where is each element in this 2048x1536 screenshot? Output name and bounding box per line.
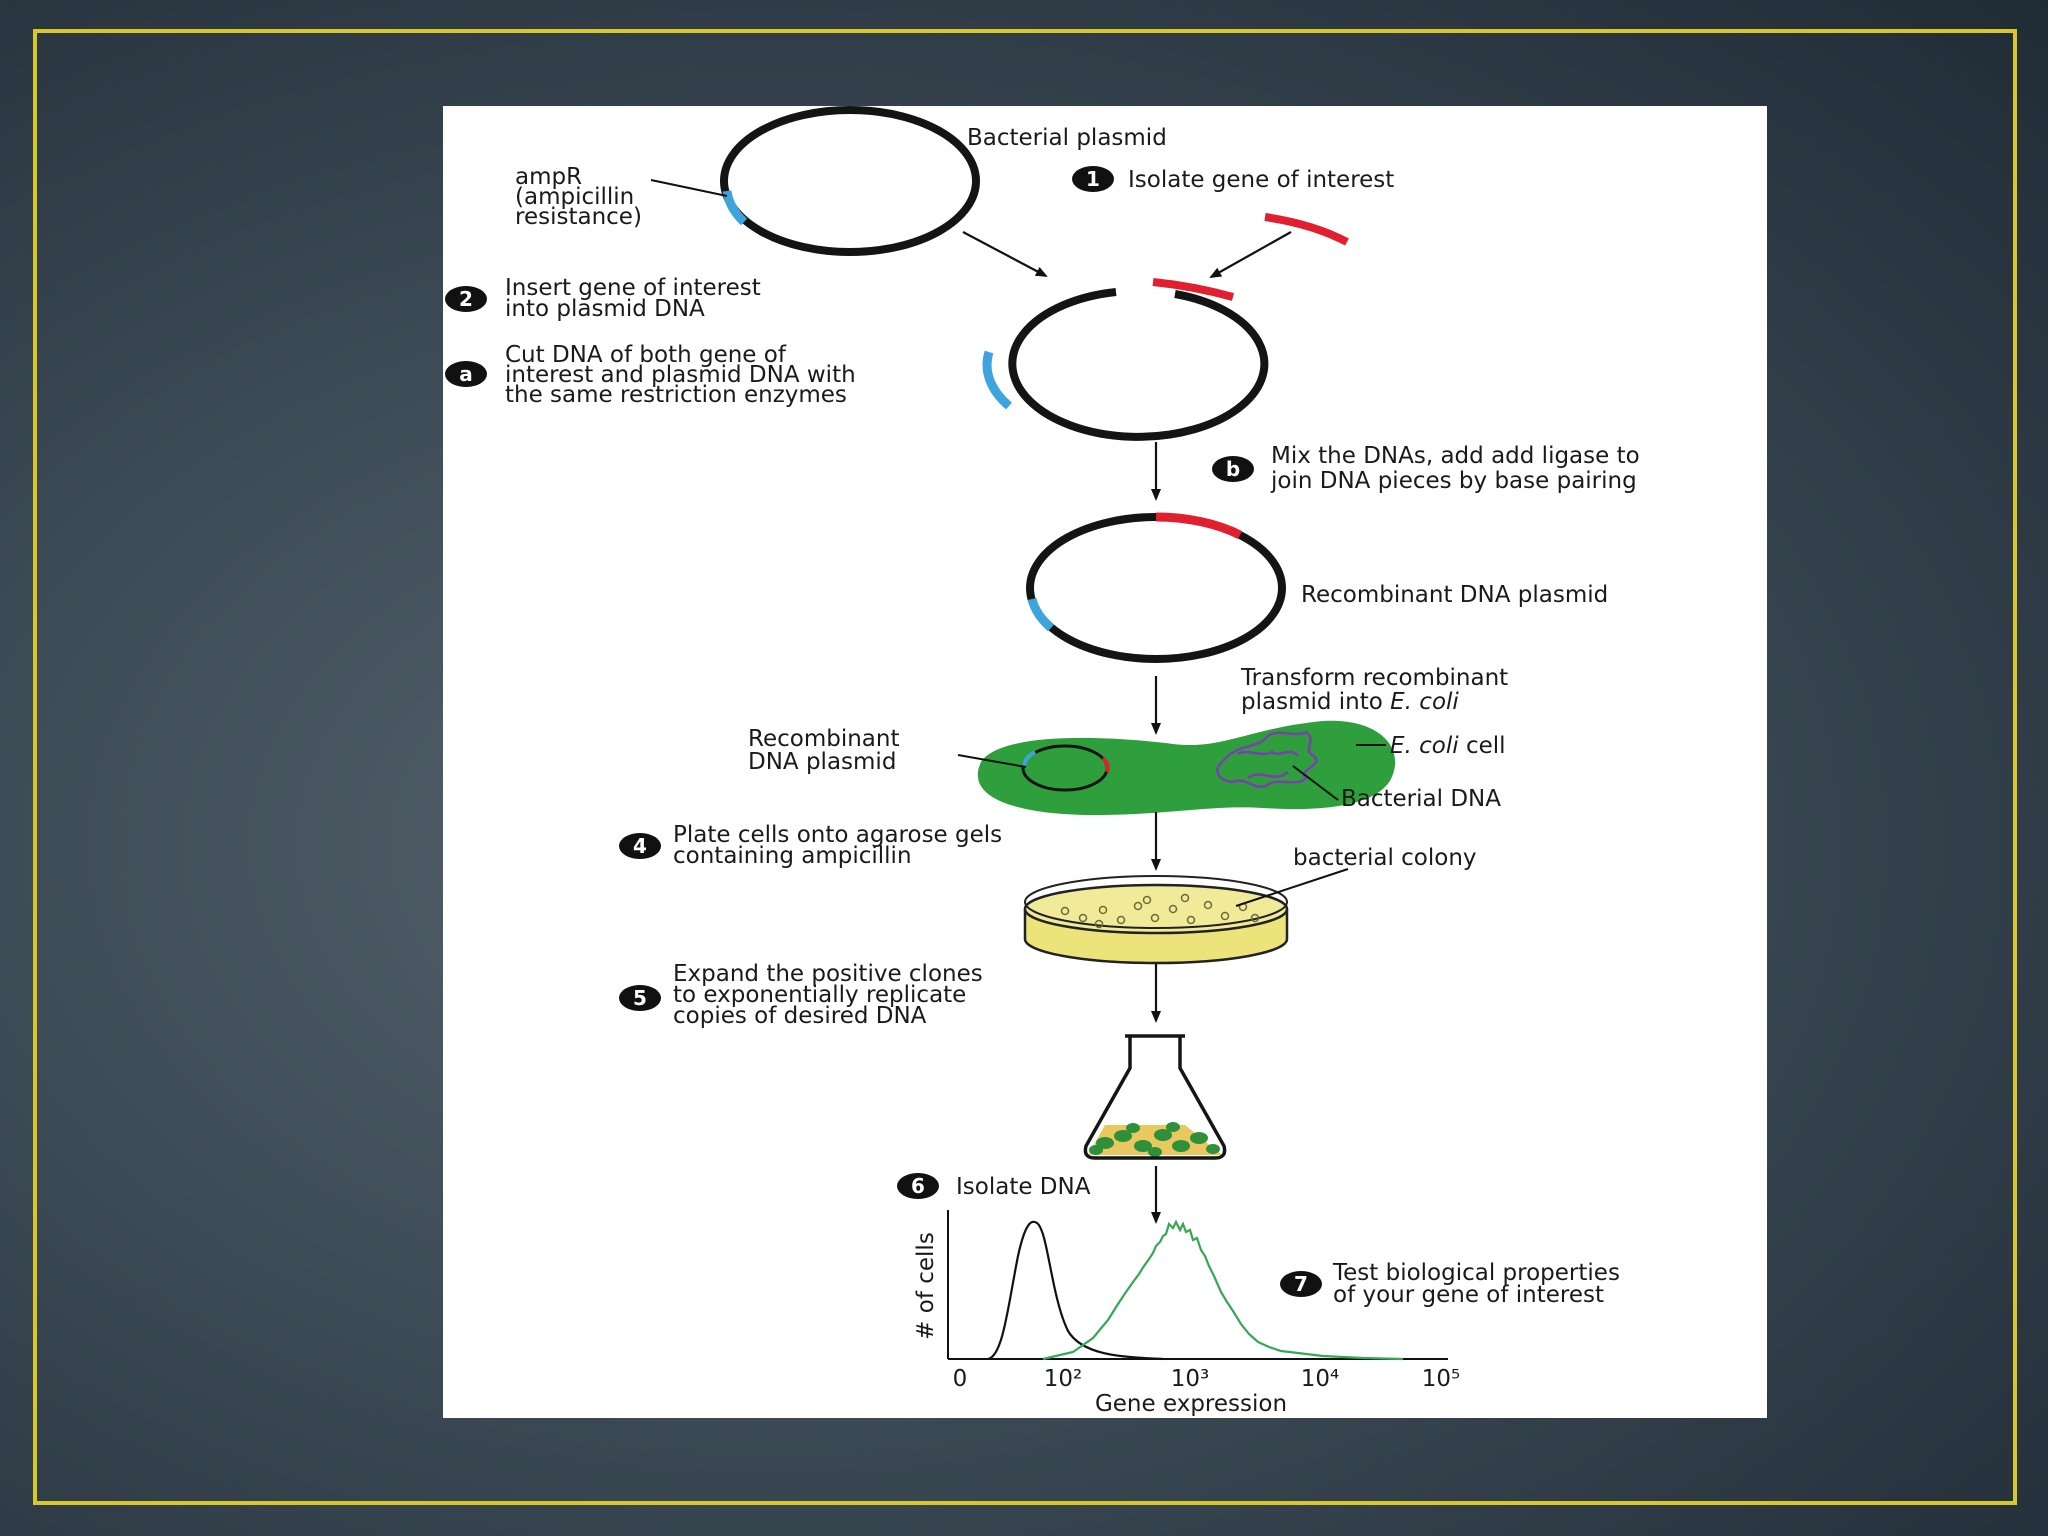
svg-text:5: 5 — [633, 986, 647, 1010]
control-distribution — [987, 1220, 1164, 1361]
svg-text:Expand the positive clones: Expand the positive clones — [673, 961, 983, 987]
gene-expression-distribution — [1042, 1219, 1404, 1361]
bacterial-dna-leader — [1292, 765, 1339, 801]
ampr-leader-line — [650, 179, 728, 197]
step-b-badge: b — [1212, 456, 1254, 482]
svg-text:7: 7 — [1294, 1272, 1308, 1296]
transform-label: Transform recombinant plasmid into E. co… — [1240, 665, 1508, 715]
step-4-label: Plate cells onto agarose gels containing… — [673, 822, 1002, 869]
svg-text:DNA plasmid: DNA plasmid — [748, 749, 896, 775]
step-a-badge: a — [445, 361, 487, 387]
bacterial-plasmid-label: Bacterial plasmid — [967, 125, 1167, 151]
slide-border — [33, 29, 2017, 1505]
step-5-badge: 5 — [619, 985, 661, 1011]
tick-1e5: 10⁵ — [1422, 1366, 1461, 1392]
step-6-badge: 6 — [897, 1173, 939, 1199]
step-b-label: Mix the DNAs, add add ligase to join DNA… — [1270, 443, 1640, 494]
cut-plasmid — [982, 278, 1269, 441]
petri-dish — [1023, 875, 1289, 965]
plasmid-to-cut-arrow — [962, 231, 1048, 277]
recombinant-small-label: Recombinant DNA plasmid — [748, 726, 899, 775]
step-2-badge: 2 — [445, 286, 487, 312]
gene-to-insert-arrow — [1209, 231, 1292, 278]
svg-text:Recombinant: Recombinant — [748, 726, 899, 752]
culture-flask — [1083, 1034, 1227, 1160]
step-7-badge: 7 — [1280, 1271, 1322, 1297]
bacterial-colony-label: bacterial colony — [1293, 845, 1477, 871]
svg-text:6: 6 — [911, 1174, 925, 1198]
svg-text:resistance): resistance) — [515, 204, 642, 230]
histogram-y-label: # of cells — [913, 1232, 939, 1340]
flask-cells — [1089, 1122, 1220, 1157]
svg-text:a: a — [459, 362, 473, 386]
svg-text:join DNA pieces by base pairin: join DNA pieces by base pairing — [1270, 468, 1637, 494]
svg-text:containing ampicillin: containing ampicillin — [673, 843, 912, 869]
tick-0: 0 — [953, 1366, 968, 1392]
step-1-badge: 1 — [1072, 166, 1114, 192]
svg-text:plasmid into E. coli: plasmid into E. coli — [1241, 689, 1459, 715]
sticky-end-gene — [1152, 278, 1235, 301]
tick-1e2: 10² — [1044, 1366, 1083, 1392]
bacterial-plasmid — [720, 106, 980, 256]
bacterial-dna-label: Bacterial DNA — [1341, 786, 1501, 812]
ampr-label: ampR (ampicillin resistance) — [515, 164, 642, 230]
cloning-diagram-panel: Bacterial plasmid ampR (ampicillin resis… — [443, 106, 1767, 1418]
svg-text:ampR: ampR — [515, 164, 582, 190]
step-6-label: Isolate DNA — [956, 1174, 1091, 1200]
tick-1e3: 10³ — [1171, 1366, 1210, 1392]
recombinant-plasmid-label: Recombinant DNA plasmid — [1301, 582, 1608, 608]
svg-text:Transform recombinant: Transform recombinant — [1240, 665, 1508, 691]
bacterial-dna-coil — [1216, 730, 1318, 788]
expression-histogram: # of cells 0 10² 10³ 10⁴ 10⁵ Gene expres… — [913, 1210, 1460, 1417]
cloning-diagram: Bacterial plasmid ampR (ampicillin resis… — [445, 106, 1640, 1417]
svg-text:Insert gene of interest: Insert gene of interest — [505, 275, 761, 301]
ecoli-cell — [977, 720, 1396, 816]
svg-text:Mix the DNAs, add add ligase t: Mix the DNAs, add add ligase to — [1271, 443, 1640, 469]
svg-text:Cut DNA of both gene of: Cut DNA of both gene of — [505, 342, 787, 368]
step-5-label: Expand the positive clones to exponentia… — [673, 961, 983, 1029]
svg-text:1: 1 — [1086, 167, 1100, 191]
step-7-label: Test biological properties of your gene … — [1332, 1260, 1620, 1308]
svg-text:the same restriction enzymes: the same restriction enzymes — [505, 382, 847, 408]
svg-text:into plasmid DNA: into plasmid DNA — [505, 296, 705, 322]
recombinant-small-leader — [957, 754, 1027, 768]
ecoli-cell-label: E. coli cell — [1390, 733, 1506, 759]
tick-1e4: 10⁴ — [1301, 1366, 1340, 1392]
svg-text:b: b — [1226, 457, 1240, 481]
svg-text:to exponentially replicate: to exponentially replicate — [673, 982, 966, 1008]
svg-text:4: 4 — [633, 834, 647, 858]
svg-text:Test biological properties: Test biological properties — [1332, 1260, 1620, 1286]
svg-text:interest and plasmid DNA with: interest and plasmid DNA with — [505, 362, 856, 388]
histogram-x-label: Gene expression — [1095, 1391, 1287, 1417]
step-a-label: Cut DNA of both gene of interest and pla… — [505, 342, 856, 408]
step-1-label: Isolate gene of interest — [1128, 167, 1394, 193]
colony-leader — [1235, 868, 1349, 907]
gene-of-interest — [1264, 213, 1349, 246]
svg-text:Plate cells onto agarose gels: Plate cells onto agarose gels — [673, 822, 1002, 848]
ampr-segment — [722, 190, 748, 226]
svg-text:(ampicillin: (ampicillin — [515, 184, 634, 210]
step-2-label: Insert gene of interest into plasmid DNA — [505, 275, 761, 322]
step-4-badge: 4 — [619, 833, 661, 859]
svg-text:of your gene of interest: of your gene of interest — [1333, 1282, 1604, 1308]
svg-text:copies of desired DNA: copies of desired DNA — [673, 1003, 927, 1029]
recombinant-plasmid — [1026, 512, 1286, 663]
svg-text:2: 2 — [459, 287, 473, 311]
